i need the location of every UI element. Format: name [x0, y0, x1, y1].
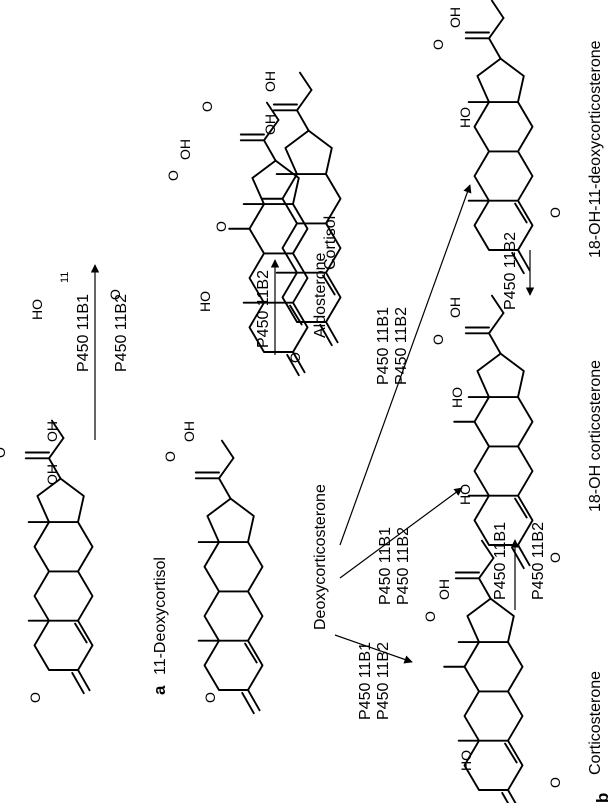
structure-deoxycorticosterone: [194, 439, 264, 715]
atom-label: O: [430, 39, 446, 50]
atom-label: O: [547, 777, 563, 788]
atom-label: O: [422, 611, 438, 622]
structure-corticosterone: [443, 539, 524, 803]
atom-label: O: [27, 692, 43, 703]
atom-label: HO: [449, 387, 465, 408]
atom-label: OH: [44, 464, 60, 485]
structure-18-oh-11-deoxycorticosterone: [464, 0, 534, 275]
atom-label: O: [162, 451, 178, 462]
atom-label: OH: [447, 7, 463, 28]
enzyme-label: P450 11B2: [255, 270, 272, 348]
enzyme-label: P450 11B2: [395, 527, 412, 605]
carbon-number: 11: [59, 272, 71, 283]
atom-label: OH: [177, 139, 193, 160]
atom-label: O: [287, 352, 303, 363]
enzyme-label: P450 11B1: [492, 522, 509, 600]
compound-name-deoxycorticosterone: Deoxycorticosterone: [312, 484, 329, 630]
atom-label: O: [199, 101, 215, 112]
atom-label: O: [0, 447, 8, 458]
structure-cortisol: [261, 71, 342, 347]
atom-label: O: [547, 552, 563, 563]
panel-label-a: a: [150, 685, 169, 695]
structure-18-oh-corticosterone: [453, 294, 534, 570]
enzyme-label: P450 11B2: [375, 642, 392, 720]
enzyme-label: P450 11B2: [502, 232, 519, 310]
panel-label-b: b: [593, 793, 610, 803]
atom-label: HO: [457, 107, 473, 128]
structure-11-deoxycortisol: [24, 419, 94, 695]
atom-label: OH: [447, 297, 463, 318]
reaction-arrow-r3: [334, 634, 413, 664]
atom-label: OH: [44, 421, 60, 442]
compound-name-11-deoxycortisol: 11-Deoxycortisol: [152, 557, 169, 675]
structure-aldosterone: [228, 101, 309, 377]
enzyme-label: P450 11B1: [357, 642, 374, 720]
atom-label: OH: [436, 579, 452, 600]
atom-label: HO: [457, 484, 473, 505]
atom-label: O: [165, 170, 181, 181]
atom-label: HO: [29, 299, 45, 320]
atom-label: OH: [262, 71, 278, 92]
enzyme-label: P450 11B1: [375, 307, 392, 385]
atom-label: O: [202, 692, 218, 703]
compound-name-cortisol: Cortisol: [322, 216, 339, 270]
enzyme-label: P450 11B1: [377, 527, 394, 605]
atom-label: HO: [458, 750, 474, 771]
atom-label: O: [547, 207, 563, 218]
compound-name-18-oh-11-deoxycorticosterone: 18-OH-11-deoxycorticosterone: [587, 40, 604, 258]
atom-label: OH: [262, 114, 278, 135]
reaction-arrow-r4: [339, 487, 463, 579]
enzyme-label: P450 11B2: [530, 522, 547, 600]
enzyme-label: P450 11B2: [393, 307, 410, 385]
atom-label: O: [107, 289, 123, 300]
compound-name-aldosterone: Aldosterone: [312, 253, 329, 338]
atom-label: HO: [197, 291, 213, 312]
atom-label: OH: [181, 421, 197, 442]
atom-label: O: [213, 221, 229, 232]
reaction-arrow-r5: [339, 184, 472, 546]
compound-name-18-oh-corticosterone: 18-OH corticosterone: [587, 360, 604, 512]
atom-label: O: [430, 334, 446, 345]
enzyme-label: P450 11B2: [113, 294, 130, 372]
compound-name-corticosterone: Corticosterone: [587, 671, 604, 775]
enzyme-label: P450 11B1: [75, 294, 92, 372]
